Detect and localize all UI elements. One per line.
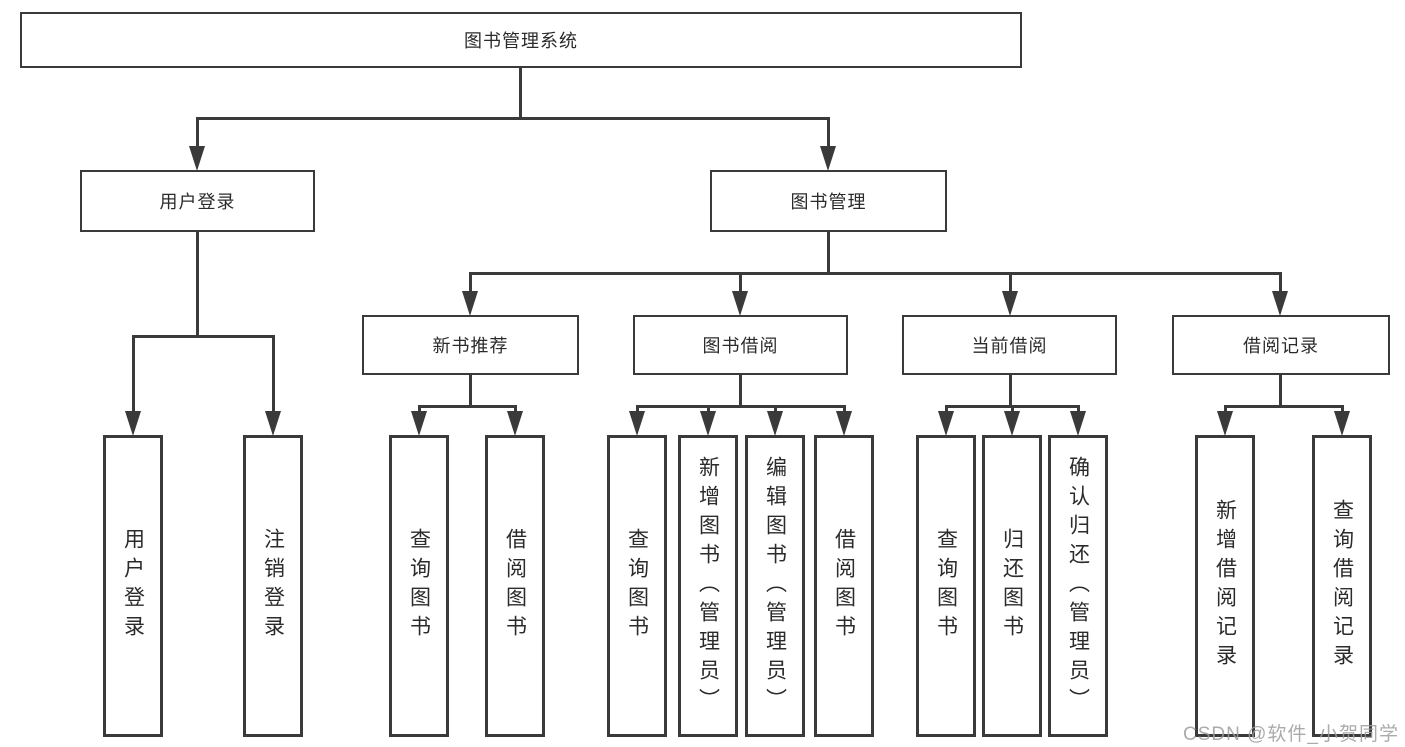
arrow-down-icon (411, 411, 427, 436)
arrow-down-icon (1334, 411, 1350, 436)
connector-level3-bar (468, 272, 1282, 275)
node-user-login: 用户登录 (80, 170, 315, 232)
leaf-edit-book-admin: 编辑图书（管理员） (745, 435, 805, 737)
arrow-down-icon (1070, 411, 1086, 436)
arrow-down-icon (265, 411, 281, 436)
connector-level3-stem (1278, 272, 1282, 298)
node-root: 图书管理系统 (20, 12, 1022, 68)
node-book-borrow-label: 图书借阅 (702, 336, 779, 356)
leaf-query-books-current: 查询图书 (916, 435, 976, 737)
connector-level3-stem (1008, 272, 1012, 298)
leaf-query-books-recommend-label: 查询图书 (407, 528, 431, 644)
node-root-label: 图书管理系统 (464, 31, 578, 51)
leaf-add-book-admin: 新增图书（管理员） (678, 435, 738, 737)
connector-group-down (1278, 373, 1282, 408)
node-user-login-label: 用户登录 (159, 192, 236, 212)
leaf-borrow-books-label: 借阅图书 (832, 528, 856, 644)
node-new-book-recommend: 新书推荐 (362, 315, 579, 375)
connector-leaf-stem (131, 335, 135, 415)
connector-user-login-down (195, 232, 199, 338)
connector-group-down (468, 373, 472, 408)
leaf-borrow-books-recommend-label: 借阅图书 (503, 528, 527, 644)
leaf-user-login-label: 用户登录 (121, 528, 145, 644)
leaf-logout-label: 注销登录 (261, 528, 285, 644)
node-borrow-records: 借阅记录 (1172, 315, 1390, 375)
arrow-down-icon (189, 146, 205, 171)
connector-user-login-bar (131, 335, 275, 338)
connector-group-bar (635, 405, 846, 408)
arrow-down-icon (732, 291, 748, 316)
leaf-return-books-label: 归还图书 (1000, 528, 1024, 644)
arrow-down-icon (767, 411, 783, 436)
connector-group-bar (417, 405, 517, 408)
leaf-query-borrow-record: 查询借阅记录 (1312, 435, 1372, 737)
arrow-down-icon (1002, 291, 1018, 316)
leaf-query-books-recommend: 查询图书 (389, 435, 449, 737)
csdn-watermark: CSDN @软件_小贺同学 (1183, 724, 1399, 745)
arrow-down-icon (507, 411, 523, 436)
leaf-logout: 注销登录 (243, 435, 303, 737)
arrow-down-icon (125, 411, 141, 436)
leaf-confirm-return-admin-label: 确认归还（管理员） (1066, 455, 1090, 717)
connector-book-mgmt-stem (826, 117, 830, 151)
leaf-query-borrow-record-label: 查询借阅记录 (1330, 499, 1354, 673)
leaf-add-borrow-record: 新增借阅记录 (1195, 435, 1255, 737)
leaf-query-books-borrow: 查询图书 (607, 435, 667, 737)
connector-book-mgmt-down (826, 232, 830, 275)
leaf-confirm-return-admin: 确认归还（管理员） (1048, 435, 1108, 737)
node-current-borrow-label: 当前借阅 (971, 336, 1048, 356)
node-current-borrow: 当前借阅 (902, 315, 1117, 375)
arrow-down-icon (1004, 411, 1020, 436)
node-book-management: 图书管理 (710, 170, 947, 232)
arrow-down-icon (629, 411, 645, 436)
leaf-return-books: 归还图书 (982, 435, 1042, 737)
leaf-borrow-books-recommend: 借阅图书 (485, 435, 545, 737)
node-book-borrow: 图书借阅 (633, 315, 848, 375)
connector-group-bar (1223, 405, 1344, 408)
connector-user-login-stem (195, 117, 199, 151)
connector-level3-stem (738, 272, 742, 298)
leaf-query-books-borrow-label: 查询图书 (625, 528, 649, 644)
leaf-add-book-admin-label: 新增图书（管理员） (696, 455, 720, 717)
arrow-down-icon (1272, 291, 1288, 316)
arrow-down-icon (938, 411, 954, 436)
node-borrow-records-label: 借阅记录 (1243, 336, 1319, 356)
arrow-down-icon (820, 146, 836, 171)
leaf-borrow-books: 借阅图书 (814, 435, 874, 737)
arrow-down-icon (1217, 411, 1233, 436)
arrow-down-icon (700, 411, 716, 436)
connector-level3-stem (468, 272, 472, 298)
node-new-book-recommend-label: 新书推荐 (432, 336, 509, 356)
node-book-management-label: 图书管理 (790, 192, 867, 212)
connector-group-down (738, 373, 742, 408)
leaf-user-login: 用户登录 (103, 435, 163, 737)
connector-level2-bar (195, 117, 830, 120)
arrow-down-icon (462, 291, 478, 316)
connector-leaf-stem (271, 335, 275, 415)
connector-root-stem (518, 68, 522, 120)
leaf-add-borrow-record-label: 新增借阅记录 (1213, 499, 1237, 673)
connector-group-down (1008, 373, 1012, 408)
arrow-down-icon (836, 411, 852, 436)
leaf-edit-book-admin-label: 编辑图书（管理员） (763, 455, 787, 717)
leaf-query-books-current-label: 查询图书 (934, 528, 958, 644)
